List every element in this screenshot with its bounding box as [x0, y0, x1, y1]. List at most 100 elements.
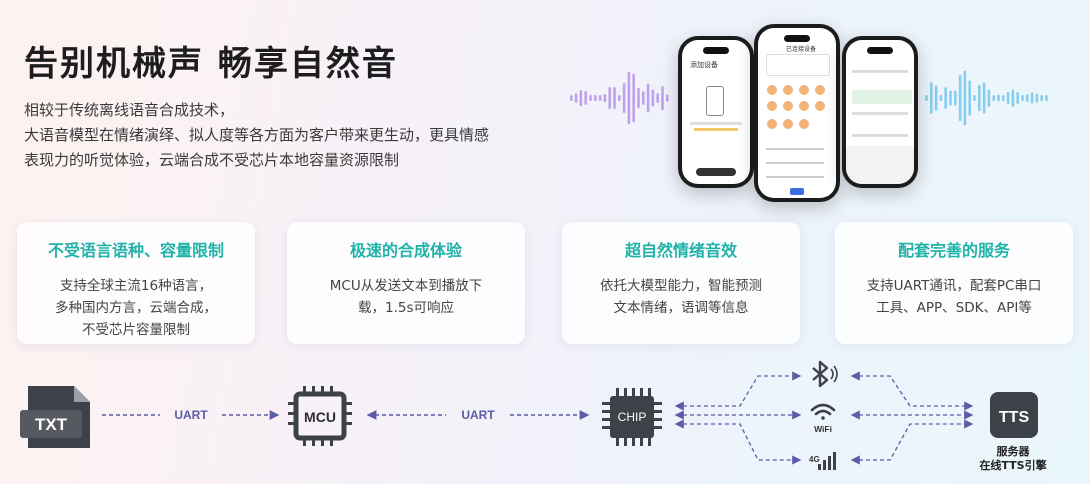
wifi-label: WiFi: [814, 424, 832, 434]
phone-screen-title: 添加设备: [690, 61, 718, 69]
wave-bar: [992, 95, 995, 101]
wave-bar: [958, 74, 962, 122]
wifi-icon: [810, 403, 836, 420]
card-line: 支持UART通讯，配套PC串口: [866, 278, 1042, 294]
phone-mockup-right: [842, 36, 918, 188]
wave-bar: [603, 93, 607, 103]
card-title: 超自然情绪音效: [624, 241, 737, 260]
wave-bar: [968, 80, 971, 116]
wave-bar: [574, 93, 578, 103]
wave-bar: [666, 94, 669, 102]
wave-bar: [1021, 95, 1024, 101]
engine-label: 在线TTS引擎: [979, 459, 1047, 472]
wave-bar: [973, 95, 976, 101]
card-line: 支持全球主流16种语言，: [59, 278, 213, 294]
wave-bar: [987, 89, 991, 107]
wave-bar: [642, 91, 645, 105]
card-text: 支持UART通讯，配套PC串口 工具、APP、SDK、API等: [835, 275, 1073, 319]
description-line: 大语音模型在情绪演绎、拟人度等各方面为客户带来更生动，更具情感: [24, 126, 490, 144]
server-label: 服务器: [996, 445, 1030, 458]
wave-bar: [944, 87, 947, 109]
chip-icon: [602, 388, 662, 446]
wave-bar: [930, 82, 933, 114]
card-line: 载，1.5s可响应: [357, 300, 454, 316]
card-line: 多种国内方言，云端合成，: [55, 300, 217, 316]
description-line: 相较于传统离线语音合成技术，: [24, 101, 235, 119]
feature-card-language: 不受语言语种、容量限制 支持全球主流16种语言， 多种国内方言，云端合成， 不受…: [17, 222, 255, 344]
wave-bar: [594, 94, 597, 102]
flow-diagram: TXT UART MCU UART CHIP: [20, 360, 1038, 470]
uart-label-1: UART: [174, 408, 208, 422]
card-text: 依托大模型能力，智能预测 文本情绪，语调等信息: [562, 275, 800, 319]
mcu-chip-icon: [288, 386, 352, 446]
wave-bar: [656, 93, 659, 103]
wave-bar: [661, 85, 664, 111]
wave-bar: [954, 90, 957, 106]
wave-bar: [613, 86, 616, 110]
wave-bar: [949, 90, 952, 106]
wave-bar: [646, 83, 650, 113]
wave-bar: [627, 71, 631, 125]
bluetooth-icon: [812, 360, 838, 388]
wave-bar: [637, 87, 640, 109]
wave-bar: [934, 85, 938, 111]
cellular-label: 4G: [809, 455, 820, 464]
wave-bar: [925, 95, 928, 101]
uart-label-2: UART: [461, 408, 495, 422]
card-title: 配套完善的服务: [897, 241, 1010, 260]
card-line: 工具、APP、SDK、API等: [876, 300, 1032, 316]
wave-bar: [589, 95, 592, 101]
wave-bar: [1006, 92, 1010, 104]
phone-mockup-left: 添加设备: [678, 36, 754, 188]
wave-bar: [963, 70, 967, 126]
card-line: 不受芯片容量限制: [82, 322, 190, 338]
card-text: MCU从发送文本到播放下 载，1.5s可响应: [287, 275, 525, 319]
wave-bar: [1026, 94, 1029, 102]
tts-server-caption: 服务器 在线TTS引擎: [968, 445, 1058, 473]
sound-wave-graphic: [570, 70, 1048, 126]
card-text: 支持全球主流16种语言， 多种国内方言，云端合成， 不受芯片容量限制: [17, 275, 255, 341]
wave-bar: [978, 84, 981, 112]
description-line: 表现力的听觉体验，云端合成不受芯片本地容量资源限制: [24, 151, 400, 169]
mcu-label: MCU: [304, 409, 336, 425]
wave-bar: [1045, 95, 1048, 101]
card-title: 不受语言语种、容量限制: [47, 241, 224, 260]
feature-card-emotion: 超自然情绪音效 依托大模型能力，智能预测 文本情绪，语调等信息: [562, 222, 800, 344]
phone-mockup-middle: 已连接设备: [754, 24, 840, 202]
wave-bar: [570, 95, 573, 101]
tts-label: TTS: [999, 409, 1030, 426]
feature-card-speed: 极速的合成体验 MCU从发送文本到播放下 载，1.5s可响应: [287, 222, 525, 344]
txt-label: TXT: [35, 415, 68, 434]
wave-bar: [997, 94, 1000, 102]
description: 相较于传统离线语音合成技术， 大语音模型在情绪演绎、拟人度等各方面为客户带来更生…: [24, 98, 544, 173]
wave-bar: [632, 73, 635, 123]
wireless-connections: [674, 371, 974, 465]
wave-bar: [1002, 95, 1005, 101]
card-line: MCU从发送文本到播放下: [329, 278, 483, 294]
wave-bar: [939, 95, 943, 101]
wave-bar: [584, 91, 587, 105]
cellular-4g-icon: [818, 452, 836, 470]
tts-server-icon: [990, 392, 1038, 438]
card-title: 极速的合成体验: [349, 241, 462, 260]
wave-bar: [651, 89, 655, 107]
wave-bar: [1011, 89, 1015, 107]
phone-device-icon: [706, 86, 724, 116]
page-title: 告别机械声 畅享自然音: [24, 44, 398, 84]
phone-screen-title: 已连接设备: [786, 46, 817, 53]
wave-bar: [622, 83, 626, 113]
wave-bar: [579, 89, 583, 107]
wave-bar: [618, 95, 621, 101]
wave-bar: [1030, 92, 1034, 104]
voice-avatar-grid: [767, 85, 825, 129]
card-line: 文本情绪，语调等信息: [613, 300, 749, 316]
wave-bar: [1016, 92, 1019, 104]
wave-bar: [598, 95, 602, 101]
wave-bar: [1035, 93, 1039, 103]
txt-file-icon: [20, 386, 90, 448]
wave-bar: [1040, 95, 1043, 101]
chip-label: CHIP: [618, 410, 647, 424]
wave-bar: [608, 86, 611, 110]
feature-card-service: 配套完善的服务 支持UART通讯，配套PC串口 工具、APP、SDK、API等: [835, 222, 1073, 344]
wave-bar: [982, 82, 986, 114]
